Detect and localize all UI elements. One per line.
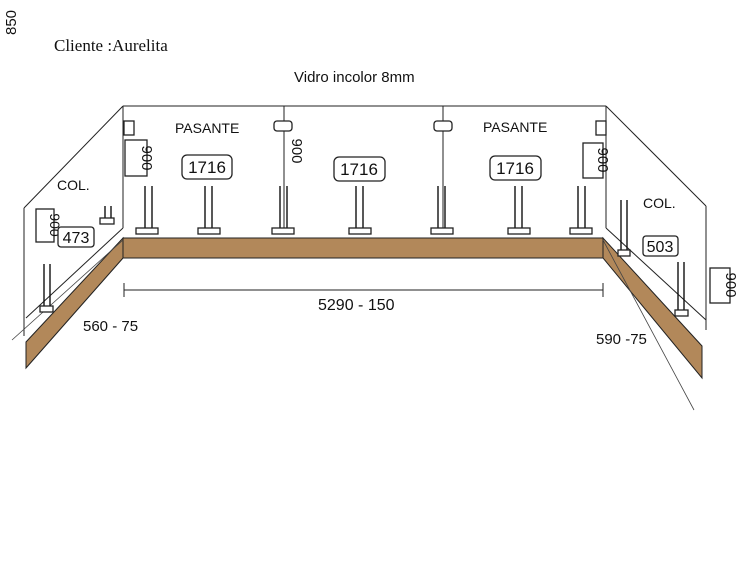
side-right-width: 503 [647,239,674,256]
client-label: Cliente :Aurelita [54,36,168,55]
post [197,186,221,235]
post [135,186,159,235]
right-side-glass-panel [605,105,707,330]
corner-dimension: 850 [3,10,20,35]
height-outer-right-box [709,267,731,304]
col-label-right: COL. [643,195,676,211]
clamp-middle-right [433,120,453,132]
col-label-left: COL. [57,177,90,193]
right-wood-base [602,236,703,380]
right-side-posts [617,200,689,317]
post [430,186,454,235]
post [39,264,54,313]
left-side-glass-panel [23,105,124,336]
back-posts [135,186,593,235]
post [507,186,531,235]
height-right-box [582,142,604,179]
panel-right-width: 1716 [496,159,534,178]
side-right-width-box [642,235,679,257]
height-middle: 900 [288,138,305,163]
panel-right-width-box [489,155,542,181]
height-outer-right: 900 [722,272,739,297]
post [348,186,372,235]
height-side-left-box [35,208,55,243]
left-side-posts [39,206,115,313]
total-width: 5290 - 150 [318,297,395,314]
clamp-left [123,120,135,136]
panel-left-width-box [181,154,233,180]
post [569,186,593,235]
clamp-right [595,120,607,136]
pasante-label-left: PASANTE [175,120,239,136]
left-floor-edge [11,239,124,341]
total-width-dimension [123,283,604,297]
left-wood-base [25,236,124,370]
height-left: 900 [138,145,155,170]
post [271,186,295,235]
height-left-box [124,139,148,177]
clamp-middle-left [273,120,293,132]
pasante-label-right: PASANTE [483,119,547,135]
post [617,200,631,257]
panel-left-width: 1716 [188,158,226,177]
side-left-width-box [57,226,95,248]
panel-middle-width-box [333,156,386,182]
post [99,206,115,225]
right-floor-edge [602,239,695,411]
right-depth: 590 -75 [596,331,647,348]
left-depth: 560 - 75 [83,318,138,335]
panel-middle-width: 1716 [340,160,378,179]
glass-type-label: Vidro incolor 8mm [294,69,415,86]
post [674,262,689,317]
back-wood-base [122,237,604,259]
height-right: 900 [594,147,611,172]
side-left-width: 473 [63,230,90,247]
